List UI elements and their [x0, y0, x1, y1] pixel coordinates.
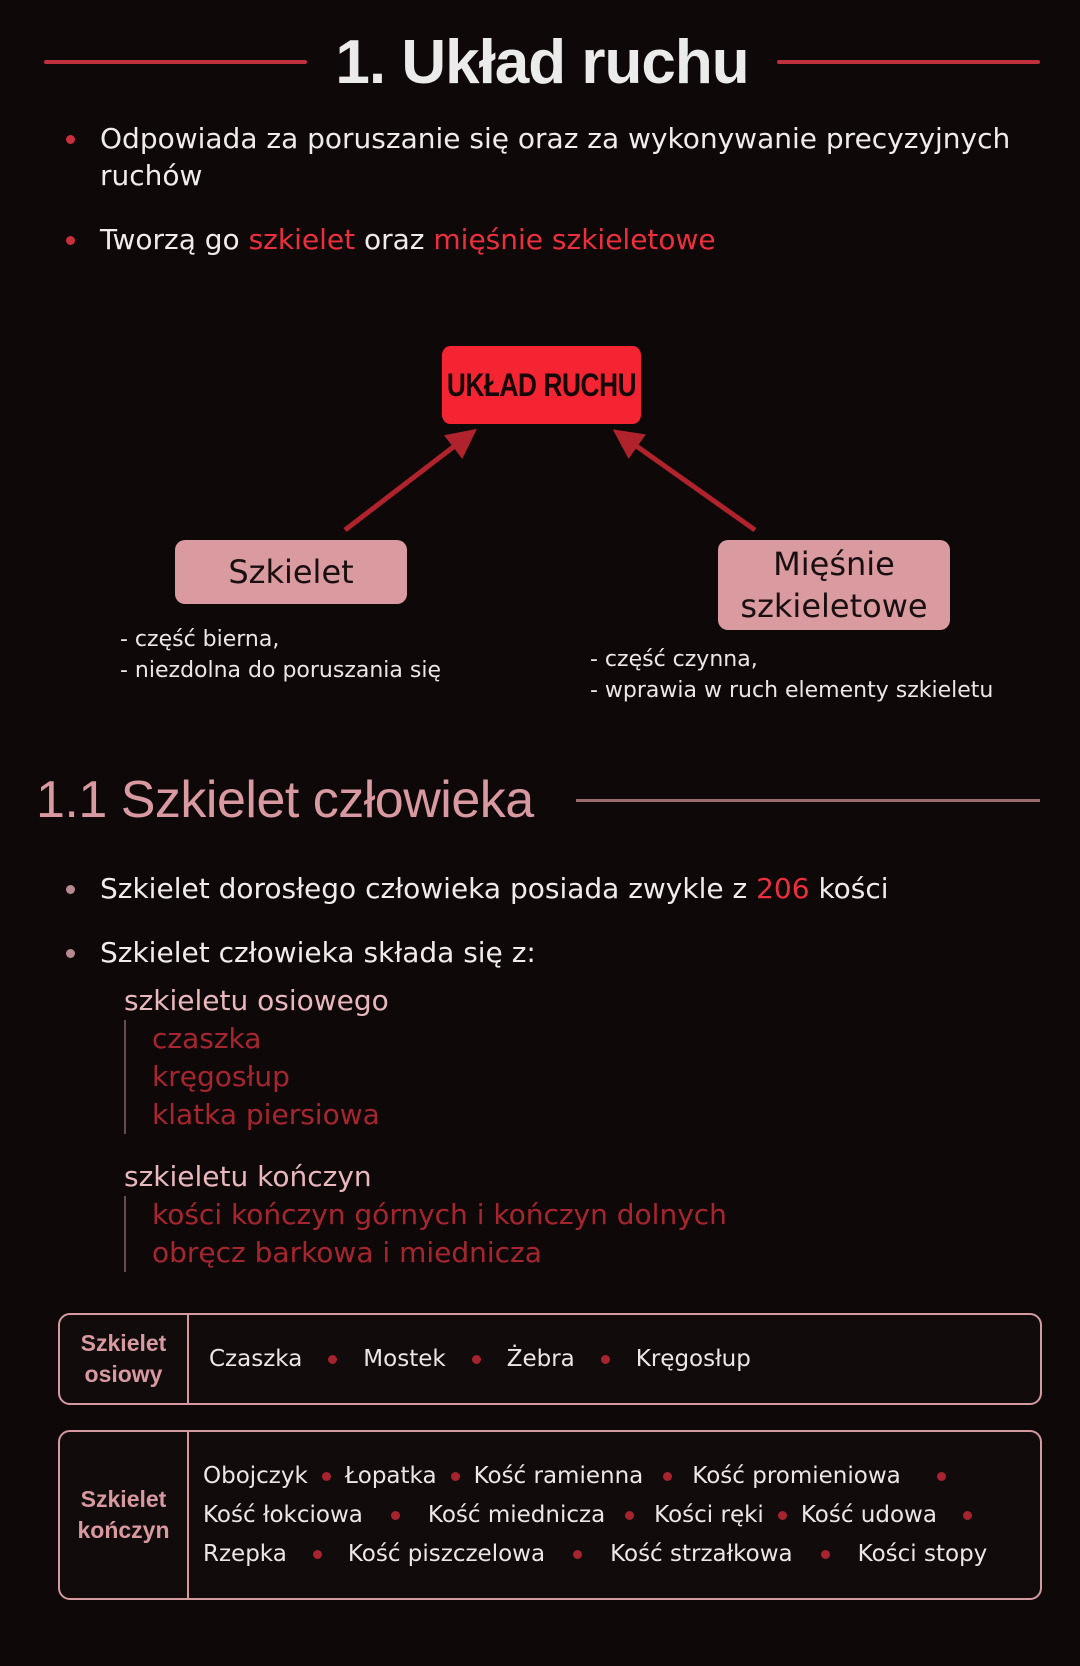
bone-item: Kość strzałkowa: [610, 1541, 793, 1567]
subsection-divider: [575, 798, 1040, 802]
arrow-icon: [343, 428, 757, 533]
bone-item: Kręgosłup: [635, 1346, 751, 1372]
bone-item: Kość piszczelowa: [347, 1541, 546, 1567]
highlight-miesnie: mięśnie szkieletowe: [433, 223, 716, 256]
highlight-szkielet: szkielet: [248, 223, 356, 256]
bone-item: Kość promieniowa: [692, 1463, 901, 1489]
bullet-dot-icon: [62, 934, 100, 971]
szkielet-description: - część bierna,- niezdolna do poruszania…: [120, 627, 441, 683]
card-row: Rzepka Kość piszczelowa Kość strzałkowa Koś…: [203, 1535, 1020, 1574]
tree-children-axial: czaszka kręgosłup klatka piersiowa: [124, 1020, 824, 1134]
separator-dot-icon: [573, 1549, 583, 1559]
bone-item: Rzepka: [203, 1541, 287, 1567]
card-items: Obojczyk Łopatka Kość ramienna Kość promien…: [189, 1432, 1040, 1598]
bullet-item: Odpowiada za poruszanie się oraz za wyko…: [62, 120, 1022, 194]
node-szkielet: Szkielet: [175, 540, 407, 604]
subsection-title: 1.1 Szkielet człowieka: [36, 771, 534, 829]
tree-head-limbs: szkieletu kończyn: [124, 1160, 372, 1193]
subsection-title-row: 1.1 Szkielet człowieka: [36, 770, 1040, 830]
bone-item: Mostek: [363, 1346, 446, 1372]
bone-item: Kość ramienna: [473, 1463, 644, 1489]
bullet-dot-icon: [62, 120, 100, 194]
highlight-206: 206: [756, 872, 810, 905]
separator-dot-icon: [936, 1471, 946, 1481]
separator-dot-icon: [471, 1354, 481, 1364]
separator-dot-icon: [777, 1510, 787, 1520]
skeleton-bullets: Szkielet dorosłego człowieka posiada zwy…: [62, 870, 1022, 998]
separator-dot-icon: [328, 1354, 338, 1364]
bone-item: Czaszka: [209, 1346, 303, 1372]
title-divider-left: [44, 60, 308, 64]
card-row: Kość łokciowa Kość miednicza Kości ręki Koś…: [203, 1496, 1020, 1535]
bone-item: Kość udowa: [800, 1502, 937, 1528]
title-divider-right: [776, 60, 1040, 64]
bone-item: Żebra: [506, 1346, 575, 1372]
separator-dot-icon: [663, 1471, 673, 1481]
main-node-uklad-ruchu: UKŁAD RUCHU: [441, 346, 642, 424]
bullet-item: Tworzą go szkielet oraz mięśnie szkielet…: [62, 221, 1022, 258]
bone-item: Kość miednicza: [427, 1502, 606, 1528]
bone-item: Łopatka: [344, 1463, 437, 1489]
intro-bullets: Odpowiada za poruszanie się oraz za wyko…: [62, 120, 1022, 285]
tree-children-limbs: kości kończyn górnych i kończyn dolnych …: [124, 1196, 824, 1272]
separator-dot-icon: [600, 1354, 610, 1364]
skeleton-tree: szkieletu osiowego czaszka kręgosłup kla…: [124, 982, 824, 1296]
tree-head-axial: szkieletu osiowego: [124, 984, 389, 1017]
separator-dot-icon: [312, 1549, 322, 1559]
miesnie-description: - część czynna,- wprawia w ruch elementy…: [590, 647, 994, 703]
separator-dot-icon: [390, 1510, 400, 1520]
separator-dot-icon: [962, 1510, 972, 1520]
bone-item: Kości stopy: [857, 1541, 988, 1567]
bone-item: Obojczyk: [203, 1463, 308, 1489]
section-title-row: 1. Układ ruchu: [44, 20, 1040, 104]
separator-dot-icon: [450, 1471, 460, 1481]
bullet-item: Szkielet dorosłego człowieka posiada zwy…: [62, 870, 1022, 907]
bullet-dot-icon: [62, 870, 100, 907]
page-title: 1. Układ ruchu: [335, 27, 749, 97]
bone-item: Kość łokciowa: [203, 1502, 363, 1528]
separator-dot-icon: [820, 1549, 830, 1559]
bullet-dot-icon: [62, 221, 100, 258]
bullet-item: Szkielet człowieka składa się z:: [62, 934, 1022, 971]
separator-dot-icon: [625, 1510, 635, 1520]
separator-dot-icon: [321, 1471, 331, 1481]
bone-item: Kości ręki: [654, 1502, 764, 1528]
card-items: Czaszka Mostek Żebra Kręgosłup: [189, 1315, 1040, 1403]
card-row: Obojczyk Łopatka Kość ramienna Kość promien…: [203, 1457, 1020, 1496]
